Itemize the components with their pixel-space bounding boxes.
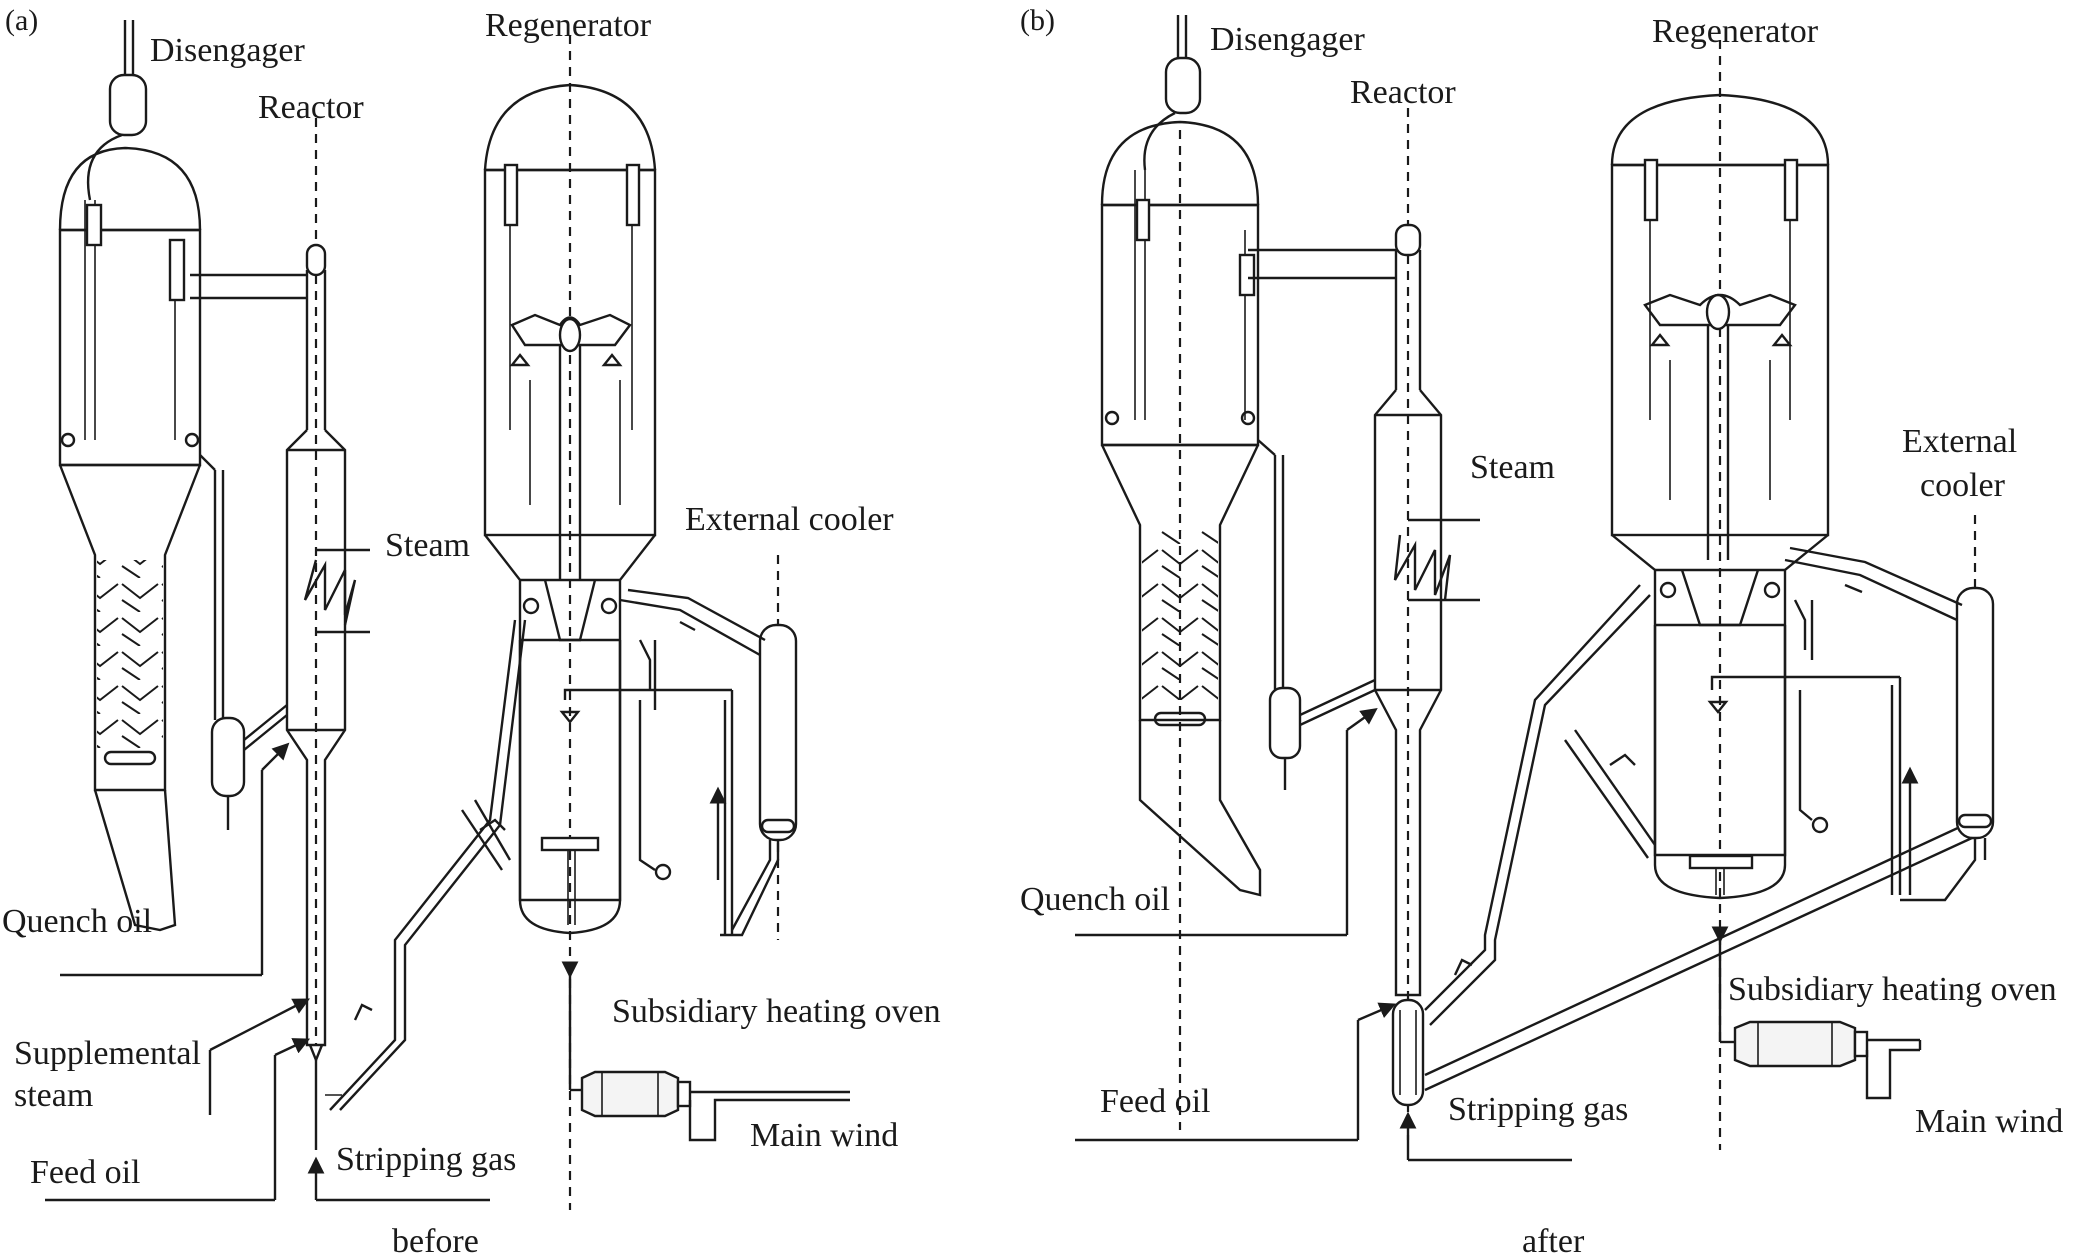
inlet-lines-a xyxy=(45,619,527,1202)
caption-after: after xyxy=(1522,1223,1585,1259)
label-reactor-b: Reactor xyxy=(1350,74,1456,111)
label-stripping-gas-b: Stripping gas xyxy=(1448,1091,1628,1128)
label-steam-b: Steam xyxy=(1470,449,1555,486)
label-heating-oven-b: Subsidiary heating oven xyxy=(1728,971,2057,1008)
heating-oven-b xyxy=(1711,926,1922,1100)
label-main-wind-a: Main wind xyxy=(750,1117,898,1154)
disengager-vessel-a xyxy=(58,20,202,932)
regenerator-vessel-a xyxy=(461,35,734,1210)
label-regenerator-a: Regenerator xyxy=(485,7,652,44)
label-stripping-gas-a: Stripping gas xyxy=(336,1141,516,1178)
panel-a-tag: (a) xyxy=(5,4,38,37)
label-heating-oven-a: Subsidiary heating oven xyxy=(612,993,941,1030)
panel-b-tag: (b) xyxy=(1020,4,1055,37)
label-disengager-a: Disengager xyxy=(150,32,306,69)
regenerator-vessel-b xyxy=(1564,40,1902,1150)
cyclone-b xyxy=(1257,439,1376,790)
disengager-vessel-b xyxy=(1100,15,1262,1130)
label-steam-supp-a: steam xyxy=(14,1077,93,1114)
label-steam-a: Steam xyxy=(385,527,470,564)
label-feed-oil-b: Feed oil xyxy=(1100,1083,1210,1120)
label-reactor-a: Reactor xyxy=(258,89,364,126)
panel-b: (b) Disengager Reactor Regenerator Steam… xyxy=(1020,4,2063,1259)
external-cooler-a xyxy=(619,555,798,940)
label-cooler-b: cooler xyxy=(1920,467,2006,504)
external-cooler-b xyxy=(1784,515,1995,902)
label-feed-oil-a: Feed oil xyxy=(30,1154,140,1191)
cyclone-a xyxy=(199,454,246,830)
label-external-b: External xyxy=(1902,423,2017,460)
panel-a: (a) Disengager Reactor Regenerator Steam… xyxy=(2,4,941,1259)
heating-oven-a xyxy=(561,961,850,1142)
label-external-cooler-a: External cooler xyxy=(685,501,894,538)
label-quench-oil-a: Quench oil xyxy=(2,903,152,940)
label-main-wind-b: Main wind xyxy=(1915,1103,2063,1140)
label-regenerator-b: Regenerator xyxy=(1652,13,1819,50)
label-quench-oil-b: Quench oil xyxy=(1020,881,1170,918)
label-supplemental-a: Supplemental xyxy=(14,1035,201,1072)
reactor-riser-a xyxy=(190,118,370,1064)
reactor-riser-b xyxy=(1248,108,1572,1162)
label-disengager-b: Disengager xyxy=(1210,21,1366,58)
caption-before: before xyxy=(392,1223,479,1259)
